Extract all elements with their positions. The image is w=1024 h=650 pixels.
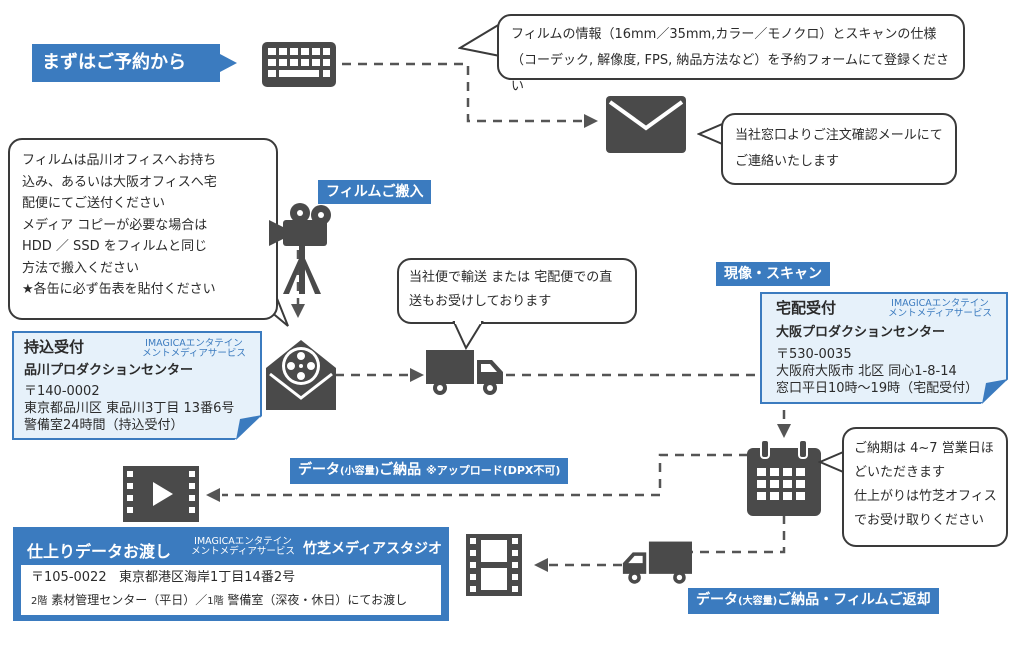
label-develop-scan: 現像・スキャン [716, 262, 830, 286]
location-card-takeshiba: 仕上りデータお渡し IMAGICAエンタテイン メントメディアサービス 竹芝メデ… [13, 527, 449, 621]
pickup-place: 警備室（深夜・休日）にてお渡し [227, 593, 408, 607]
brand-line: IMAGICAエンタテイン [891, 298, 989, 309]
brand-line: メントメディアサービス [142, 348, 246, 359]
reception-hours: 警備室24時間（持込受付） [24, 418, 184, 433]
banner-shape [32, 44, 237, 82]
pickup-place: 素材管理センター（平日）／ [51, 593, 208, 607]
bubble-line: どいただきます [854, 465, 946, 480]
bubble-shipping-text: 当社便で輸送 または 宅配便での直送もお受けしております [409, 270, 613, 309]
bubble-email: 当社窓口よりご注文確認メールにてご連絡いたします [721, 113, 957, 185]
center-name: 品川プロダクションセンター [24, 363, 194, 378]
postal-code: 〒530-0035 [776, 347, 852, 362]
calendar-icon [747, 440, 821, 516]
floor-label: 2階 [31, 596, 48, 607]
card-body: 〒105-0022 東京都港区海岸1丁目14番2号 2階 素材管理センター（平日… [21, 565, 441, 615]
bubble-line: メディア コピーが必要な場合は [22, 217, 208, 233]
bubble-line: 仕上がりは竹芝オフィス [854, 489, 997, 504]
postal-code: 〒140-0002 [24, 384, 100, 399]
label-film-intake: フィルムご搬入 [318, 180, 432, 204]
address: 東京都品川区 東品川3丁目 13番6号 [24, 401, 235, 416]
movie-camera-icon [269, 203, 331, 294]
label-part: データ [298, 462, 340, 478]
label-part: データ [696, 592, 738, 608]
headline-text: まずはご予約から [42, 52, 186, 73]
brand-logo-text: IMAGICAエンタテイン メントメディアサービス [185, 537, 301, 557]
bubble-line: ご納期は 4~7 営業日ほ [854, 441, 994, 456]
bubble-line: 方法で搬入ください [22, 260, 140, 276]
postal-code: 〒105-0022 [31, 570, 107, 585]
bubble-line: 配便にてご送付ください [22, 196, 166, 211]
card-title: 仕上りデータお渡し [27, 542, 172, 561]
note-fold [236, 415, 262, 440]
location-card-osaka: 宅配受付 IMAGICAエンタテイン メントメディアサービス 大阪プロダクション… [760, 292, 1008, 404]
bubble-reservation-text: フィルムの情報（16mm／35mm,カラー／モノクロ）とスキャンの仕様（コーデッ… [511, 27, 949, 94]
bubble-line: HDD ／ SSD をフィルムと同じ [22, 239, 208, 254]
card-title: 宅配受付 [776, 299, 837, 317]
bubble-tail [452, 320, 484, 351]
brand-line: IMAGICAエンタテイン [194, 536, 292, 547]
address-line: 〒105-0022 東京都港区海岸1丁目14番2号 [31, 567, 431, 589]
bubble-line: フィルムは品川オフィスへお持ち [22, 153, 217, 168]
label-note: ※アップロード(DPX不可) [426, 464, 561, 477]
center-name: 大阪プロダクションセンター [776, 325, 946, 340]
keyboard-icon [262, 42, 336, 87]
label-part: (大容量) [738, 596, 778, 607]
bubble-line: ★各缶に必ず缶表を貼付ください [22, 282, 216, 297]
filmstrip-icon [466, 534, 522, 596]
floor-label: 1階 [207, 596, 224, 607]
location-card-shinagawa: 持込受付 IMAGICAエンタテイン メントメディアサービス 品川プロダクション… [12, 331, 262, 440]
bubble-line: 込み、あるいは大阪オフィスへ宅 [22, 174, 217, 190]
bubble-shipping: 当社便で輸送 または 宅配便での直送もお受けしております [397, 258, 637, 324]
bubble-reservation: フィルムの情報（16mm／35mm,カラー／モノクロ）とスキャンの仕様（コーデッ… [497, 14, 965, 94]
label-data-large: データ(大容量)ご納品・フィルムご返却 [688, 588, 939, 614]
brand-line: メントメディアサービス [888, 308, 992, 319]
address: 東京都港区海岸1丁目14番2号 [119, 570, 296, 585]
label-data-small: データ(小容量)ご納品 ※アップロード(DPX不可) [290, 458, 569, 484]
label-part: ご納品 [379, 462, 422, 478]
bubble-email-text: 当社窓口よりご注文確認メールにてご連絡いたします [735, 128, 943, 169]
brand-logo-text: IMAGICAエンタテイン メントメディアサービス [880, 299, 1000, 319]
truck-icon [426, 350, 503, 395]
play-video-icon [123, 466, 199, 522]
headline-banner: まずはご予約から [32, 44, 242, 82]
address: 大阪府大阪市 北区 同心1-8-14 [776, 364, 957, 379]
reception-hours: 窓口平日10時～19時（宅配受付） [776, 381, 979, 396]
card-title: 持込受付 [24, 338, 85, 356]
pickup-line: 2階 素材管理センター（平日）／1階 警備室（深夜・休日）にてお渡し [31, 589, 431, 613]
bubble-delivery: ご納期は 4~7 営業日ほ どいただきます 仕上がりは竹芝オフィス でお受け取り… [842, 427, 1008, 547]
brand-line: メントメディアサービス [191, 546, 295, 557]
film-reel-envelope-icon [266, 340, 336, 410]
studio-name: 竹芝メディアスタジオ [303, 541, 443, 557]
label-part: ご納品・フィルムご返却 [777, 592, 931, 608]
truck-icon [622, 541, 692, 584]
envelope-icon [606, 96, 686, 153]
brand-line: IMAGICAエンタテイン [145, 338, 243, 349]
brand-logo-text: IMAGICAエンタテイン メントメディアサービス [134, 339, 254, 359]
bubble-line: でお受け取りください [854, 513, 985, 528]
note-fold [982, 379, 1008, 404]
bubble-film-intake: フィルムは品川オフィスへお持ち 込み、あるいは大阪オフィスへ宅 配便にてご送付く… [8, 138, 278, 320]
label-part: (小容量) [340, 466, 380, 477]
